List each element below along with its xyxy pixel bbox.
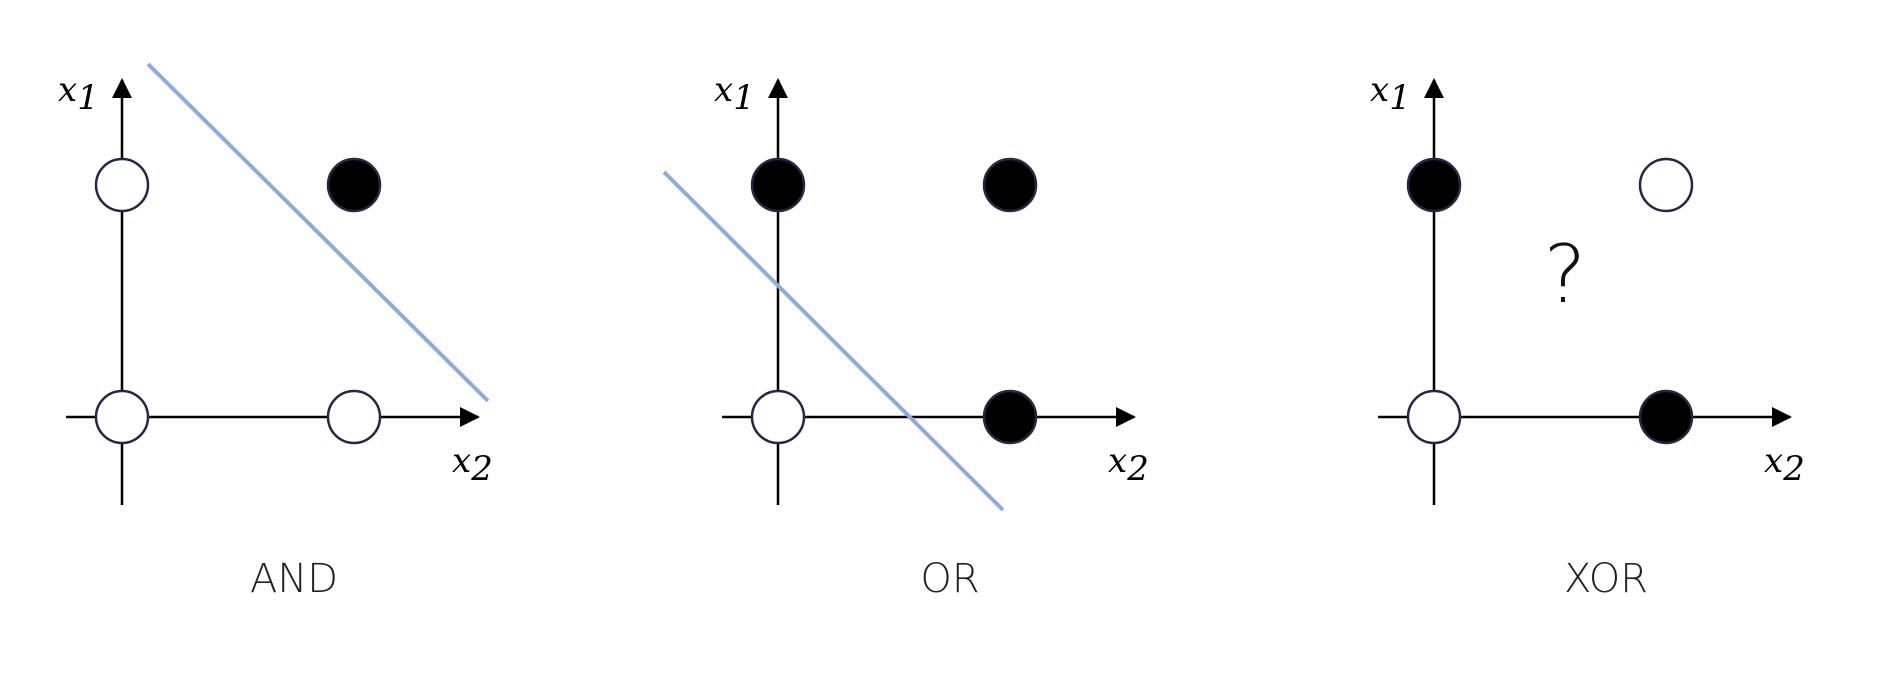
empty-point bbox=[94, 389, 150, 445]
panel-or: x1 x2 OR bbox=[662, 70, 1149, 602]
filled-point bbox=[1638, 389, 1694, 445]
filled-point bbox=[982, 157, 1038, 213]
panel-and: x1 x2 AND bbox=[58, 62, 493, 602]
panel-caption-xor: XOR bbox=[1564, 556, 1648, 602]
empty-point bbox=[1638, 157, 1694, 213]
separator-line bbox=[662, 170, 1005, 512]
filled-point bbox=[982, 389, 1038, 445]
x1-axis-label: x1 bbox=[1370, 70, 1411, 118]
panel-caption-and: AND bbox=[250, 556, 338, 602]
filled-point bbox=[326, 157, 382, 213]
x2-axis-label: x2 bbox=[1764, 441, 1805, 489]
empty-point bbox=[750, 389, 806, 445]
panel-xor: x1 x2 ? XOR bbox=[1370, 70, 1805, 602]
question-mark: ? bbox=[1544, 228, 1586, 321]
separator-line bbox=[146, 62, 490, 403]
panel-caption-or: OR bbox=[920, 556, 979, 602]
x2-axis-label: x2 bbox=[452, 441, 493, 489]
empty-point bbox=[1406, 389, 1462, 445]
x1-axis-label: x1 bbox=[714, 70, 755, 118]
filled-point bbox=[750, 157, 806, 213]
filled-point bbox=[1406, 157, 1462, 213]
empty-point bbox=[94, 157, 150, 213]
x1-axis-label: x1 bbox=[58, 70, 99, 118]
empty-point bbox=[326, 389, 382, 445]
x2-axis-label: x2 bbox=[1108, 441, 1149, 489]
